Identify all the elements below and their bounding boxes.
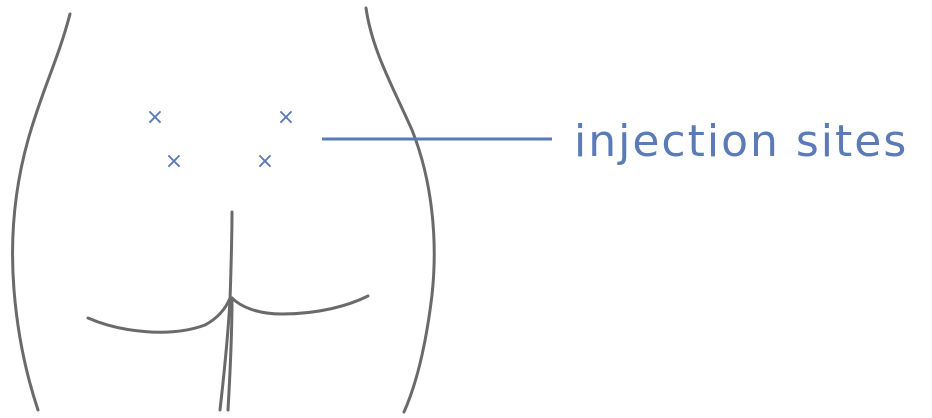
injection-site-marker: × [255, 149, 275, 174]
injection-sites-label: injection sites [574, 116, 909, 167]
injection-site-marker: × [145, 105, 165, 130]
left-hip-contour [11, 12, 72, 412]
left-buttock-fold [86, 296, 232, 334]
right-hip-contour [364, 6, 436, 414]
injection-site-marker: × [276, 105, 296, 130]
gluteal-cleft-second [226, 298, 234, 412]
injection-site-marker: × [164, 149, 184, 174]
right-buttock-fold [230, 294, 370, 316]
